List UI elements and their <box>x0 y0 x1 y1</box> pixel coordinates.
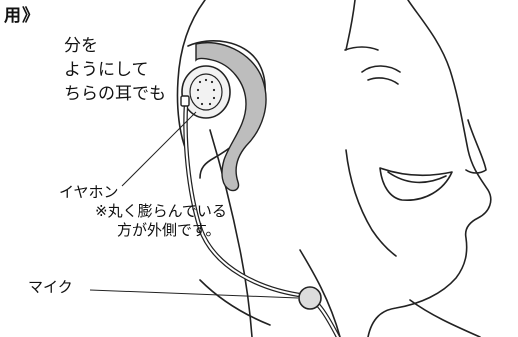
face-outline <box>367 0 492 337</box>
instruction-line-3: ちらの耳でも <box>64 84 166 104</box>
head-outline <box>176 0 356 151</box>
earphone-note-line-2: 方が外側です。 <box>117 221 221 239</box>
instruction-line-2: ようにして <box>64 60 149 80</box>
microphone <box>298 286 322 310</box>
instruction-line-1: 分を <box>64 36 98 56</box>
neck <box>209 129 253 337</box>
eye <box>361 65 401 85</box>
mic-label: マイク <box>28 278 73 296</box>
mic-leader-line <box>89 289 299 299</box>
earphone-note-line-1: ※丸く膨らんでいる <box>95 202 227 220</box>
nose <box>465 119 487 174</box>
jaw <box>345 149 397 257</box>
earphone-label: イヤホン <box>59 183 119 201</box>
earpiece <box>181 65 231 119</box>
earphone-leader-line <box>121 111 197 187</box>
mouth <box>379 167 453 201</box>
ear-hook <box>195 42 267 192</box>
section-heading: 用》 <box>4 6 40 26</box>
